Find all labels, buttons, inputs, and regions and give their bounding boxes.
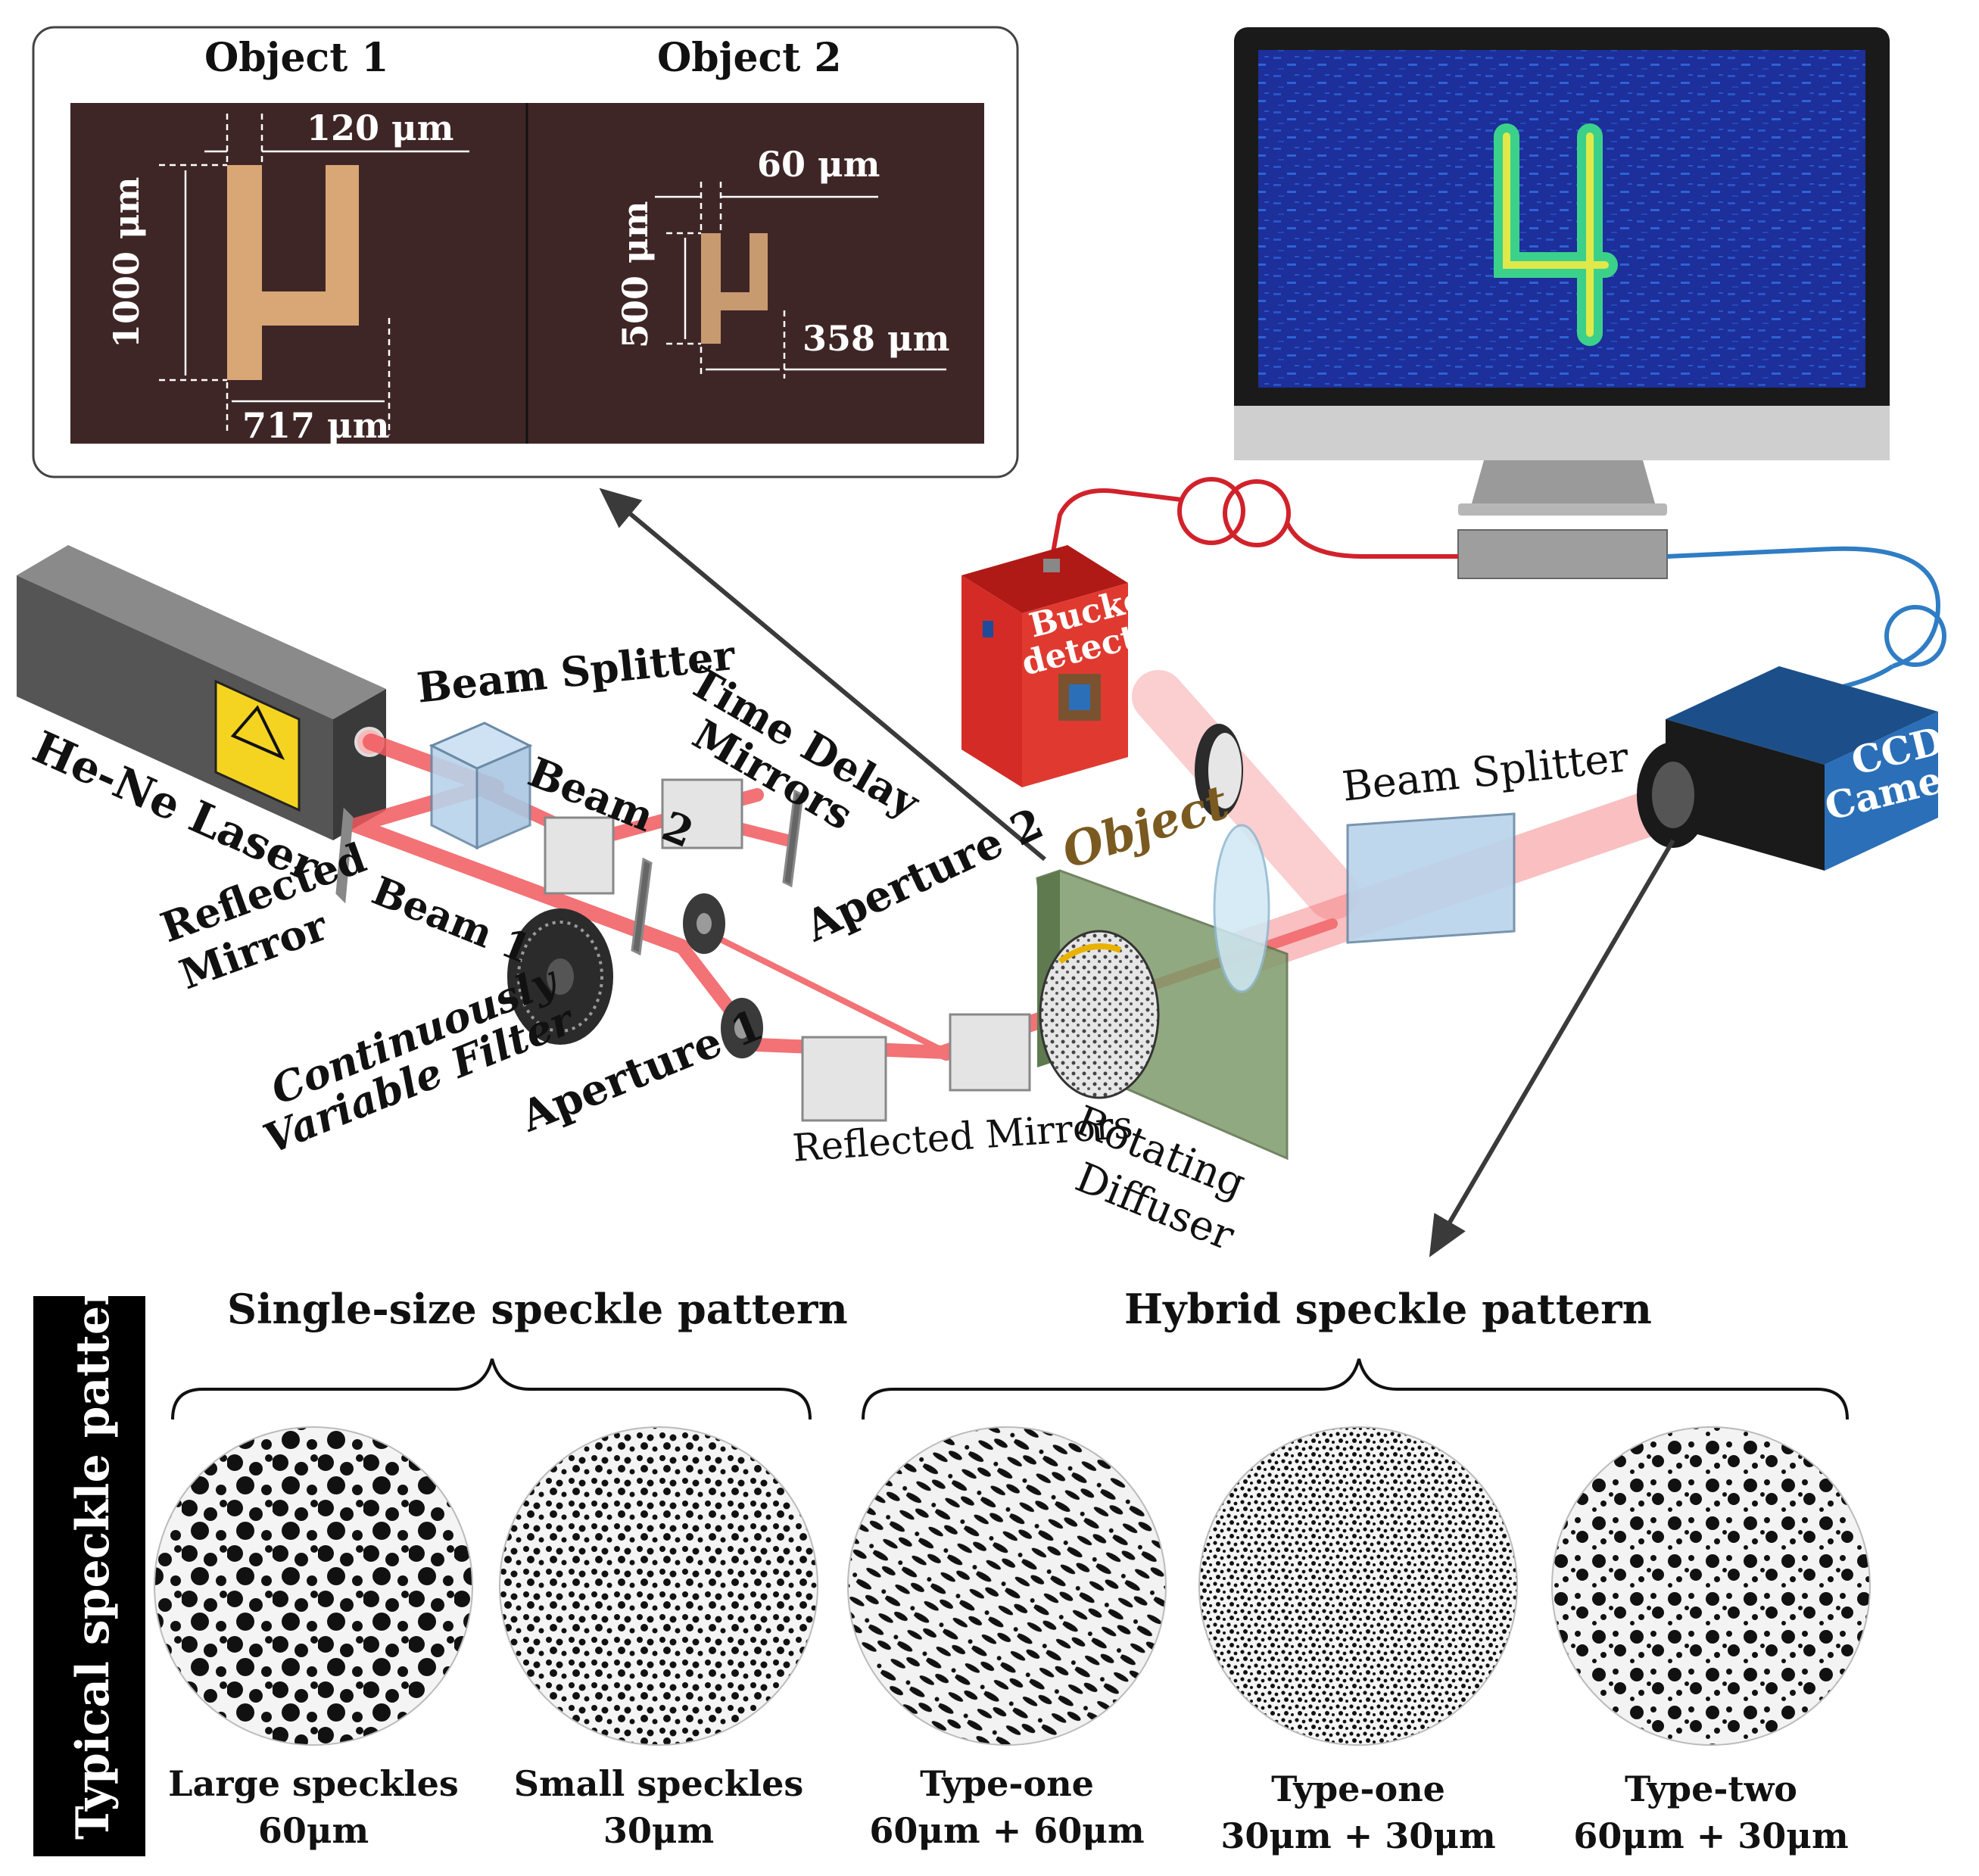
pattern-caption-5: Type-two 60μm + 30μm — [1552, 1765, 1870, 1859]
bucket-detector — [961, 545, 1128, 787]
pattern-caption-5-line2: 60μm + 30μm — [1573, 1815, 1849, 1857]
object2-dim-left: 500 μm — [615, 201, 656, 348]
speckle-large — [154, 1426, 473, 1746]
ccd-camera — [1637, 666, 1938, 871]
object1-dim-bottom: 717 μm — [242, 405, 390, 446]
pattern-caption-2-line1: Small speckles — [513, 1763, 804, 1804]
group-braces — [171, 1358, 1849, 1420]
pattern-caption-3: Type-one 60μm + 60μm — [848, 1760, 1166, 1854]
beam-splitter-cube — [429, 721, 533, 850]
group-single-label: Single-size speckle pattern — [227, 1285, 848, 1333]
side-label-bar — [33, 1296, 145, 1856]
pattern-caption-2: Small speckles 30μm — [500, 1760, 818, 1854]
pattern-caption-3-line2: 60μm + 60μm — [869, 1810, 1145, 1852]
object1-dim-top: 120 μm — [307, 108, 454, 148]
object1-title: Object 1 — [204, 35, 389, 81]
object2-dim-bottom: 358 μm — [803, 318, 950, 359]
pattern-caption-4-line2: 30μm + 30μm — [1220, 1815, 1496, 1857]
object-inset-panel — [32, 26, 1019, 478]
object1-dim-left: 1000 μm — [106, 176, 147, 348]
pattern-caption-5-line1: Type-two — [1625, 1768, 1797, 1809]
apertures — [683, 893, 763, 1058]
speckle-type-one-30 — [1198, 1426, 1518, 1746]
pattern-caption-2-line2: 30μm — [603, 1810, 715, 1852]
group-hybrid-label: Hybrid speckle pattern — [1124, 1285, 1652, 1333]
speckle-images — [154, 1426, 1871, 1746]
mirrors — [335, 778, 1031, 1122]
pattern-caption-1: Large speckles 60μm — [154, 1760, 472, 1854]
pattern-caption-1-line1: Large speckles — [168, 1763, 459, 1804]
pattern-caption-4-line1: Type-one — [1271, 1768, 1445, 1809]
he-ne-laser — [17, 545, 386, 840]
object2-dimension-lines — [655, 182, 946, 379]
monitor-reconstructed-image — [1494, 123, 1618, 346]
pattern-caption-4: Type-one 30μm + 30μm — [1199, 1765, 1517, 1859]
lens — [1213, 824, 1270, 993]
pattern-caption-3-line1: Type-one — [920, 1763, 1094, 1804]
speckle-type-one-60 — [847, 1426, 1167, 1746]
side-label: Typical speckle pattern — [67, 1248, 120, 1840]
pattern-caption-1-line2: 60μm — [257, 1810, 369, 1852]
speckle-type-two — [1551, 1426, 1871, 1746]
pointer-arrows — [599, 488, 1675, 1257]
object1-dimension-lines — [159, 114, 469, 435]
object2-title: Object 2 — [657, 35, 842, 81]
beam-splitter-plate — [1346, 812, 1516, 944]
monitor — [1234, 27, 1890, 579]
speckle-small — [499, 1426, 818, 1746]
object2-dim-top: 60 μm — [757, 144, 880, 185]
variable-filter — [507, 908, 613, 1045]
object1-mu-glyph — [227, 165, 359, 380]
object2-mu-glyph — [701, 233, 768, 344]
bucket-lens — [1195, 724, 1243, 818]
